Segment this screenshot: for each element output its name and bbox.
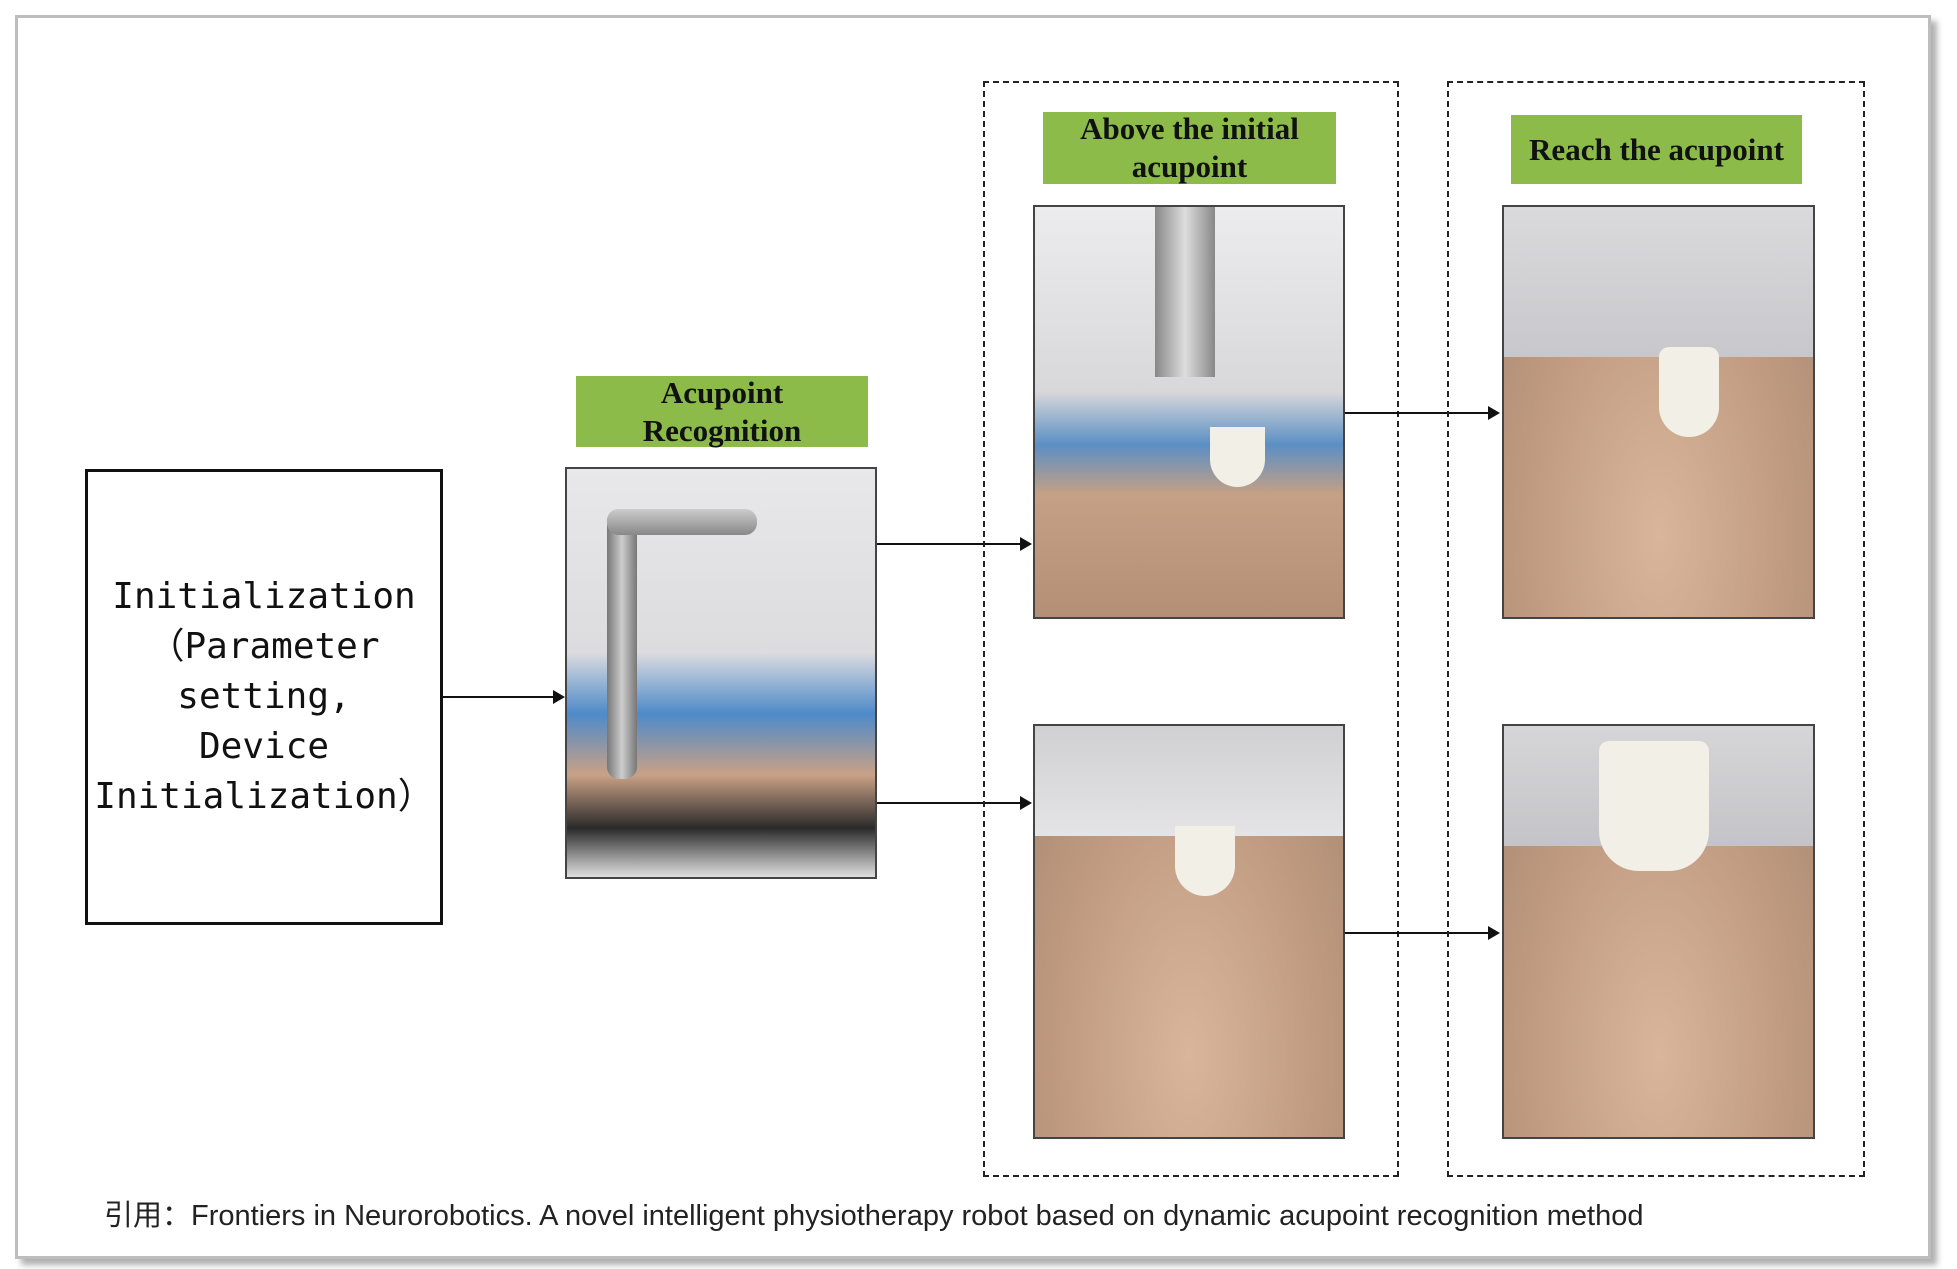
stage-label-recognition: Acupoint Recognition bbox=[576, 375, 868, 448]
stage-label-above: Above the initial acupoint bbox=[1043, 111, 1336, 184]
background-wall bbox=[1035, 726, 1343, 836]
photo-reach-top bbox=[1502, 205, 1815, 619]
arrow-to-reach-top bbox=[1345, 406, 1500, 420]
massage-head bbox=[1659, 347, 1719, 437]
init-line: Initialization） bbox=[94, 776, 434, 817]
robot-arm bbox=[1155, 207, 1215, 377]
arrow-to-above-bottom bbox=[877, 796, 1032, 810]
initialization-box: Initialization （Parameter setting, Devic… bbox=[85, 469, 443, 925]
photo-acupoint-recognition bbox=[565, 467, 877, 879]
stage-label-reach: Reach the acupoint bbox=[1511, 115, 1802, 184]
init-line: Device bbox=[198, 726, 330, 767]
photo-reach-bottom bbox=[1502, 724, 1815, 1139]
robot-arm bbox=[607, 509, 757, 535]
init-line: Initialization bbox=[112, 576, 416, 617]
arrow-init-to-recognition bbox=[441, 690, 565, 704]
arrow-to-above-top bbox=[877, 537, 1032, 551]
stage-group-above bbox=[983, 81, 1399, 1177]
massage-head bbox=[1175, 826, 1235, 896]
photo-above-bottom bbox=[1033, 724, 1345, 1139]
citation-caption: 引用：Frontiers in Neurorobotics. A novel i… bbox=[104, 1200, 1644, 1232]
massage-head bbox=[1210, 427, 1265, 487]
massage-head bbox=[1599, 741, 1709, 871]
stage-group-reach bbox=[1447, 81, 1865, 1177]
photo-above-top bbox=[1033, 205, 1345, 619]
init-line: （Parameter bbox=[148, 626, 380, 667]
robot-arm bbox=[607, 509, 637, 779]
background-wall bbox=[1504, 207, 1813, 357]
init-line: setting, bbox=[177, 676, 351, 717]
arrow-to-reach-bottom bbox=[1345, 926, 1500, 940]
